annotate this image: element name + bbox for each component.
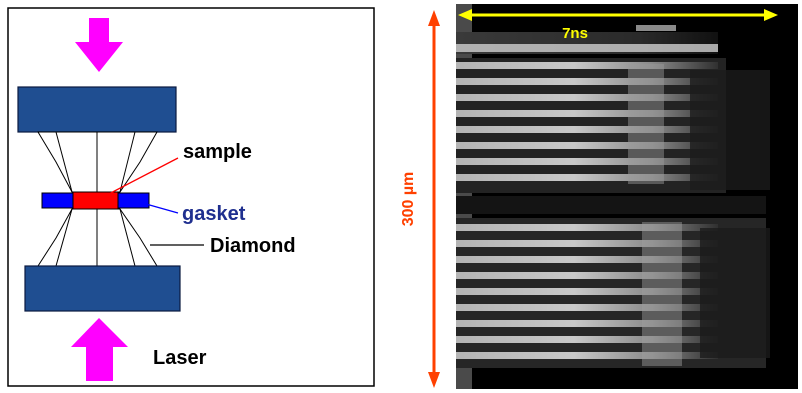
upper-diamond [37,131,158,193]
time-scale-arrow [458,9,778,21]
gasket-leader-line [145,203,179,214]
length-scale-arrow [428,10,440,388]
diamond-label: Diamond [210,235,296,257]
dac-diagram: sample gasket Diamond Laser [7,7,375,387]
length-scale-label: 300 µm [400,172,417,227]
top-pressure-arrow [75,18,123,72]
upper-anvil-seat [17,86,177,133]
separation-band [456,196,766,214]
lower-fringe-group [456,218,770,368]
gasket-label: gasket [182,203,246,225]
top-reference-line [456,44,718,52]
sample-label: sample [183,141,252,163]
top-bright-spot [636,25,676,31]
streak-image: 300 µm [400,4,798,389]
laser-label: Laser [153,347,207,369]
lower-anvil-seat [24,265,181,312]
time-scale-label: 7ns [562,25,588,42]
upper-fringe-group [456,58,770,193]
gasket-right [116,192,150,209]
sample-leader-line [102,157,179,198]
laser-arrow [71,318,128,381]
gasket-left [41,192,75,209]
sample-block [72,191,119,210]
